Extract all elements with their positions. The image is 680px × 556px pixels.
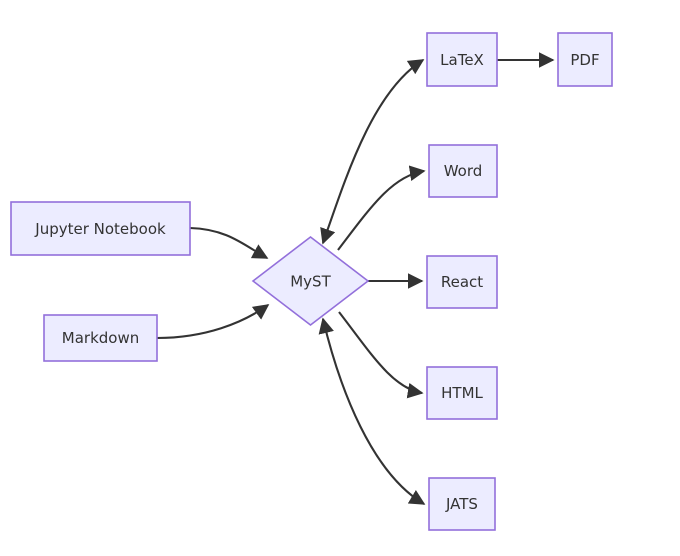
node-jupyter-notebook[interactable]: Jupyter Notebook: [10, 201, 191, 256]
node-label-latex: LaTeX: [440, 51, 484, 69]
edge-jupyter-to-myst: [189, 226, 269, 259]
node-jats[interactable]: JATS: [428, 477, 496, 531]
edge-myst-to-jats: [318, 317, 426, 505]
node-pdf[interactable]: PDF: [557, 32, 613, 87]
edge-myst-to-html: [338, 311, 424, 399]
node-react[interactable]: React: [426, 255, 498, 309]
node-html[interactable]: HTML: [426, 366, 498, 420]
node-layer: Jupyter Notebook Markdown MyST LaTeX PDF: [10, 32, 613, 531]
node-label-react: React: [441, 273, 483, 291]
node-latex[interactable]: LaTeX: [426, 32, 498, 87]
node-label-jupyter-notebook: Jupyter Notebook: [34, 220, 166, 238]
node-label-jats: JATS: [445, 495, 478, 513]
edge-layer: [156, 52, 555, 505]
node-label-word: Word: [444, 162, 483, 180]
node-label-pdf: PDF: [570, 51, 599, 69]
edge-myst-to-word: [337, 165, 426, 251]
node-myst[interactable]: MyST: [251, 235, 370, 327]
node-markdown[interactable]: Markdown: [43, 314, 158, 362]
edge-myst-to-latex: [320, 59, 425, 245]
node-label-myst: MyST: [290, 273, 331, 291]
edge-markdown-to-myst: [156, 304, 270, 340]
node-label-html: HTML: [441, 384, 483, 402]
node-word[interactable]: Word: [428, 144, 498, 198]
node-label-markdown: Markdown: [62, 329, 139, 347]
